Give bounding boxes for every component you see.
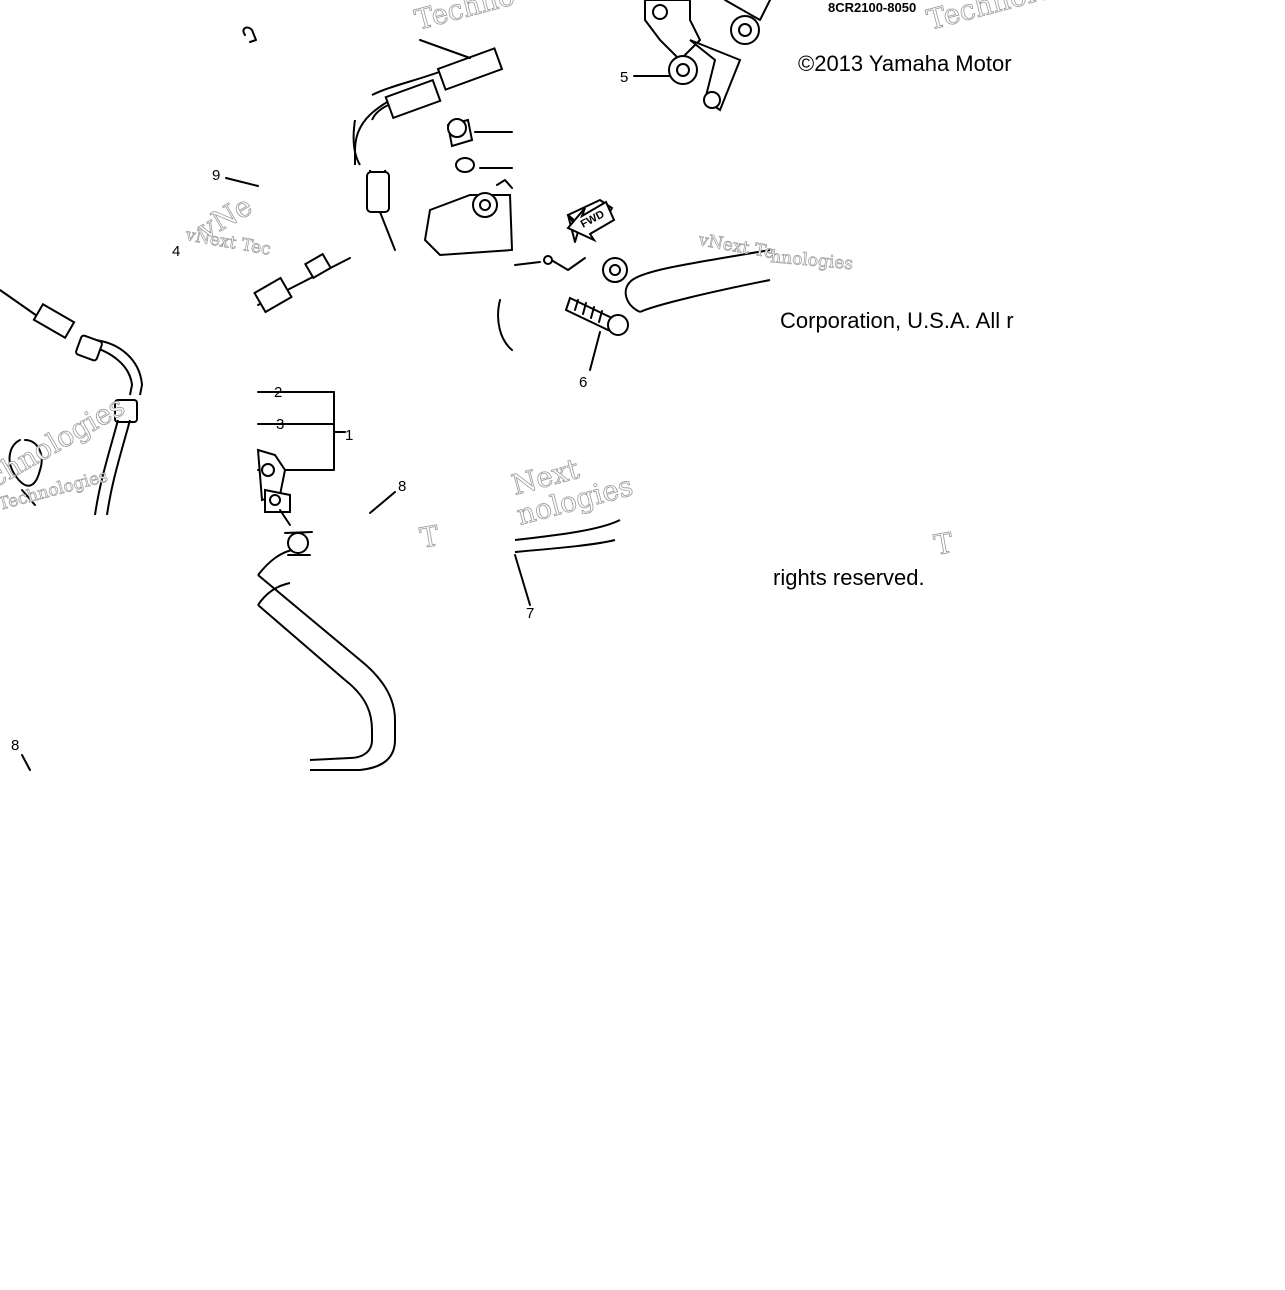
- cable-middle: [253, 252, 396, 526]
- bracket-assembly: [644, 0, 771, 112]
- callout-number: 5: [620, 69, 628, 86]
- callout-number: 8: [398, 478, 406, 495]
- fuel-hose-left: [0, 289, 144, 516]
- callout-number: 2: [274, 384, 282, 401]
- callout-number: 7: [526, 605, 534, 622]
- hose-lower-right: [514, 519, 621, 606]
- callout-number: 6: [579, 374, 587, 391]
- valve-body: [423, 118, 514, 351]
- fwd-arrow-icon: FWD: [566, 200, 616, 243]
- callout-number: 4: [172, 243, 180, 260]
- leader-lines: [21, 75, 671, 771]
- watermark-text: hnologies: [770, 247, 854, 274]
- callout-number: 9: [212, 167, 220, 184]
- copyright-line-3: rights reserved.: [773, 565, 925, 590]
- watermark-text: vNext Te: [696, 230, 776, 263]
- fuel-hose-upper: [352, 39, 504, 251]
- copyright-line-1: ©2013 Yamaha Motor: [798, 51, 1012, 76]
- diagram-code: 8CR2100-8050: [828, 0, 916, 15]
- callout-number: 1: [345, 427, 353, 444]
- watermark-text: T: [417, 519, 441, 555]
- fuel-hose-lower: [257, 531, 396, 771]
- watermarks: Techno Technolo vNext Tec vNext Te hnolo…: [0, 0, 1055, 562]
- bolt-and-hose-right: [514, 198, 771, 371]
- callout-number: 8: [11, 737, 19, 754]
- watermark-text: Techno: [411, 0, 518, 37]
- watermark-text: Technolo: [923, 0, 1055, 37]
- watermark-text: T: [931, 526, 955, 562]
- callout-number: 3: [276, 416, 284, 433]
- copyright-line-2: Corporation, U.S.A. All r: [780, 308, 1014, 333]
- small-clip: [242, 26, 257, 43]
